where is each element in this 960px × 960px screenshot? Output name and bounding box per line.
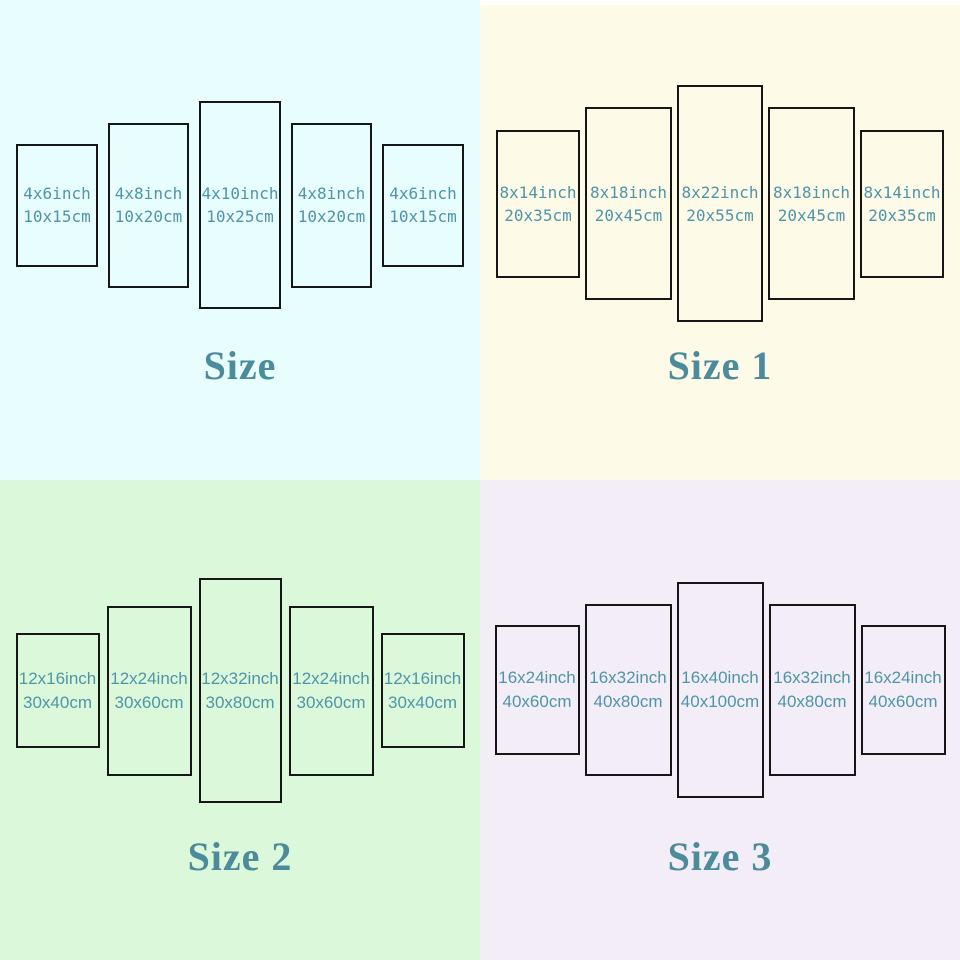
panel-size-inches: 8x14inch — [499, 182, 577, 202]
panel-label: 8x14inch 20x35cm — [499, 181, 576, 227]
panel-size-inches: 8x14inch — [863, 182, 941, 202]
canvas-panel: 16x32inch 40x80cm — [768, 604, 856, 776]
canvas-panel: 16x24inch 40x60cm — [494, 625, 580, 755]
quadrant-size-3: 16x24inch 40x60cm 16x32inch 40x80cm 16x4… — [480, 480, 960, 960]
panel-label: 8x22inch 20x55cm — [681, 181, 758, 227]
panel-size-cm: 10x20cm — [297, 207, 366, 226]
panel-label: 4x8inch 10x20cm — [115, 182, 182, 228]
panel-size-cm: 30x60cm — [114, 692, 184, 712]
panel-label: 8x18inch 20x45cm — [773, 181, 850, 227]
panel-size-inches: 16x24inch — [498, 668, 576, 687]
canvas-panel: 12x24inch 30x60cm — [106, 605, 192, 776]
canvas-panel: 16x40inch 40x100cm — [676, 582, 764, 798]
panel-size-cm: 30x60cm — [296, 692, 366, 712]
canvas-panel: 8x14inch 20x35cm — [860, 129, 944, 278]
panel-size-cm: 10x15cm — [389, 207, 457, 226]
panel-size-inches: 16x24inch — [864, 668, 942, 687]
canvas-panel: 16x32inch 40x80cm — [584, 604, 672, 776]
panel-label: 16x24inch 40x60cm — [864, 666, 942, 714]
panel-size-inches: 12x16inch — [383, 668, 462, 688]
canvas-panel: 4x6inch 10x15cm — [16, 143, 98, 267]
canvas-panel: 4x8inch 10x20cm — [108, 122, 189, 288]
panel-size-inches: 8x18inch — [772, 182, 851, 202]
panel-size-inches: 12x24inch — [110, 668, 188, 688]
panel-label: 16x32inch 40x80cm — [589, 666, 667, 714]
canvas-panel: 4x10inch 10x25cm — [199, 101, 281, 309]
panel-size-inches: 16x32inch — [589, 668, 667, 687]
panel-size-cm: 30x40cm — [388, 692, 457, 712]
panel-label: 8x14inch 20x35cm — [863, 181, 940, 227]
panel-size-cm: 20x35cm — [868, 205, 936, 225]
panel-size-cm: 30x40cm — [23, 692, 92, 712]
panel-label: 12x16inch 30x40cm — [384, 667, 462, 715]
panel-size-inches: 8x18inch — [589, 182, 668, 202]
quadrant-title: Size 2 — [187, 834, 293, 879]
canvas-panel: 12x24inch 30x60cm — [288, 605, 374, 776]
panel-size-cm: 40x100cm — [680, 692, 760, 711]
panel-size-cm: 20x45cm — [594, 205, 663, 225]
quadrant-size-1: 8x14inch 20x35cm 8x18inch 20x45cm 8x22in… — [480, 0, 960, 480]
quadrant-size-2: 12x16inch 30x40cm 12x24inch 30x60cm 12x3… — [0, 480, 480, 960]
quadrant-title: Size 3 — [667, 834, 773, 879]
panel-row: 4x6inch 10x15cm 4x8inch 10x20cm 4x10inch… — [0, 101, 480, 309]
canvas-panel: 12x16inch 30x40cm — [380, 633, 465, 748]
canvas-panel: 8x18inch 20x45cm — [768, 107, 855, 300]
panel-size-cm: 40x80cm — [593, 692, 663, 711]
panel-size-inches: 4x8inch — [114, 184, 183, 203]
quadrant-size: 4x6inch 10x15cm 4x8inch 10x20cm 4x10inch… — [0, 0, 480, 480]
panel-label: 8x18inch 20x45cm — [590, 181, 667, 227]
panel-label: 4x6inch 10x15cm — [23, 182, 90, 228]
panel-size-cm: 40x60cm — [868, 692, 938, 711]
panel-size-cm: 20x45cm — [777, 205, 846, 225]
panel-label: 16x40inch 40x100cm — [681, 666, 759, 714]
panel-size-inches: 16x40inch — [681, 668, 759, 687]
canvas-panel: 12x32inch 30x80cm — [198, 578, 282, 803]
panel-row: 12x16inch 30x40cm 12x24inch 30x60cm 12x3… — [0, 578, 480, 803]
panel-size-cm: 10x20cm — [114, 207, 183, 226]
panel-row: 8x14inch 20x35cm 8x18inch 20x45cm 8x22in… — [480, 85, 960, 322]
panel-size-inches: 16x32inch — [773, 668, 851, 687]
panel-size-cm: 10x15cm — [23, 207, 91, 226]
panel-label: 4x8inch 10x20cm — [298, 182, 365, 228]
quadrant-title: Size 1 — [667, 343, 773, 388]
panel-label: 4x6inch 10x15cm — [389, 182, 456, 228]
panel-size-cm: 30x80cm — [205, 692, 275, 712]
panel-size-inches: 12x32inch — [201, 668, 279, 688]
panel-size-cm: 20x35cm — [504, 205, 572, 225]
panel-size-inches: 4x8inch — [297, 184, 366, 203]
canvas-panel: 8x14inch 20x35cm — [496, 129, 580, 278]
canvas-panel: 16x24inch 40x60cm — [860, 625, 946, 755]
canvas-panel: 12x16inch 30x40cm — [15, 633, 100, 748]
panel-size-inches: 12x24inch — [292, 668, 370, 688]
canvas-panel: 4x8inch 10x20cm — [291, 122, 372, 288]
panel-label: 16x32inch 40x80cm — [773, 666, 851, 714]
panel-label: 12x32inch 30x80cm — [201, 667, 279, 715]
panel-size-cm: 20x55cm — [686, 205, 754, 225]
panel-size-cm: 40x80cm — [777, 692, 847, 711]
quadrant-title: Size — [203, 343, 277, 388]
panel-row: 16x24inch 40x60cm 16x32inch 40x80cm 16x4… — [480, 582, 960, 798]
panel-label: 12x24inch 30x60cm — [110, 667, 188, 715]
panel-label: 12x16inch 30x40cm — [19, 667, 97, 715]
panel-size-inches: 4x10inch — [201, 184, 279, 203]
panel-size-inches: 12x16inch — [18, 668, 97, 688]
panel-label: 16x24inch 40x60cm — [498, 666, 576, 714]
panel-size-inches: 4x6inch — [23, 184, 91, 203]
panel-size-inches: 4x6inch — [389, 184, 457, 203]
canvas-panel: 8x22inch 20x55cm — [677, 85, 763, 322]
canvas-panel: 8x18inch 20x45cm — [585, 107, 672, 300]
panel-size-inches: 8x22inch — [681, 182, 759, 202]
panel-size-cm: 40x60cm — [502, 692, 572, 711]
canvas-panel: 4x6inch 10x15cm — [382, 143, 464, 267]
panel-size-cm: 10x25cm — [206, 207, 274, 226]
panel-label: 4x10inch 10x25cm — [201, 182, 278, 228]
panel-label: 12x24inch 30x60cm — [292, 667, 370, 715]
